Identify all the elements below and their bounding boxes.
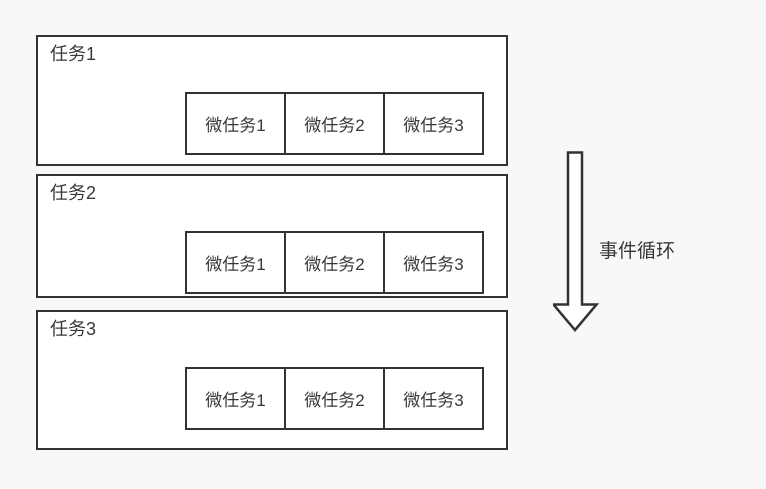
task-label: 任务2 bbox=[50, 183, 97, 203]
microtask-row: 微任务1 微任务2 微任务3 bbox=[185, 92, 484, 155]
microtask-box: 微任务2 bbox=[284, 367, 385, 430]
microtask-box: 微任务2 bbox=[284, 92, 385, 155]
microtask-row: 微任务1 微任务2 微任务3 bbox=[185, 231, 484, 294]
microtask-box: 微任务1 bbox=[185, 92, 286, 155]
microtask-box: 微任务1 bbox=[185, 231, 286, 294]
microtask-box: 微任务3 bbox=[383, 92, 484, 155]
event-loop-label: 事件循环 bbox=[599, 241, 676, 262]
arrow-down-icon bbox=[550, 151, 600, 333]
task-box-1: 任务1 微任务1 微任务2 微任务3 bbox=[36, 35, 508, 166]
microtask-box: 微任务1 bbox=[185, 367, 286, 430]
microtask-row: 微任务1 微任务2 微任务3 bbox=[185, 367, 484, 430]
task-label: 任务1 bbox=[50, 44, 97, 64]
task-box-2: 任务2 微任务1 微任务2 微任务3 bbox=[36, 174, 508, 298]
task-label: 任务3 bbox=[50, 319, 97, 339]
microtask-box: 微任务2 bbox=[284, 231, 385, 294]
microtask-box: 微任务3 bbox=[383, 231, 484, 294]
task-box-3: 任务3 微任务1 微任务2 微任务3 bbox=[36, 310, 508, 450]
microtask-box: 微任务3 bbox=[383, 367, 484, 430]
